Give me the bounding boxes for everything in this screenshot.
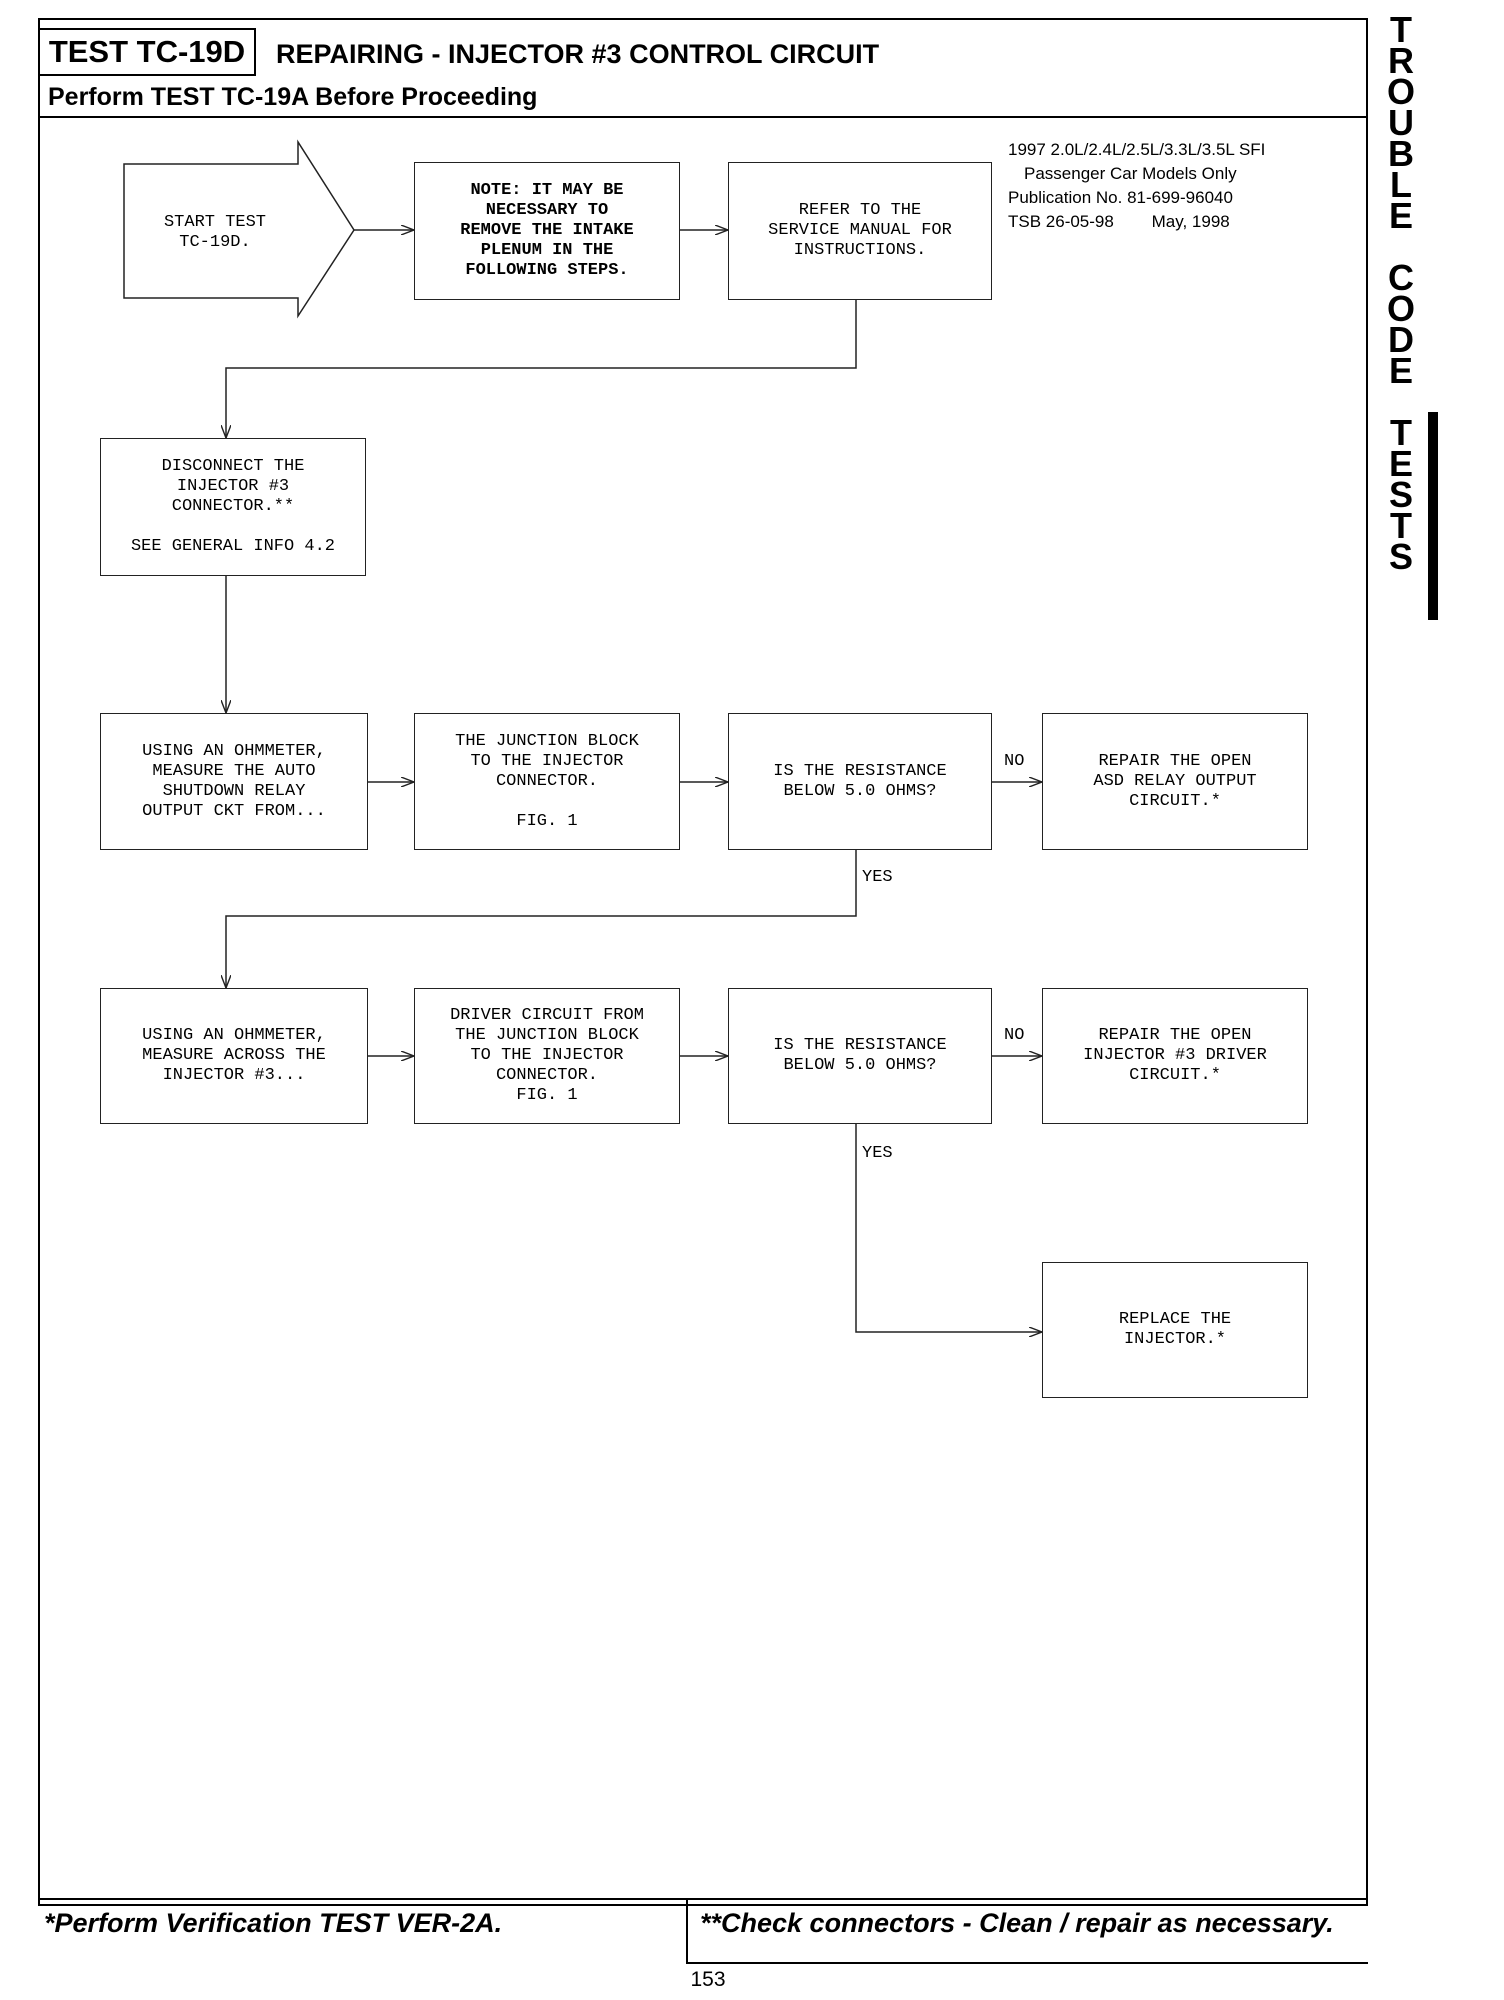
page-title: REPAIRING - INJECTOR #3 CONTROL CIRCUIT <box>276 39 880 69</box>
measure-asd-box: USING AN OHMMETER, MEASURE THE AUTO SHUT… <box>100 713 368 850</box>
label-no: NO <box>1004 752 1025 771</box>
replace-injector-box: REPLACE THE INJECTOR.* <box>1042 1262 1308 1398</box>
note-box: NOTE: IT MAY BE NECESSARY TO REMOVE THE … <box>414 162 680 300</box>
page-frame <box>38 18 1368 1906</box>
side-tab-marker <box>1428 412 1438 620</box>
test-id: TEST TC-19D <box>38 28 256 76</box>
junction-block-box: THE JUNCTION BLOCK TO THE INJECTOR CONNE… <box>414 713 680 850</box>
side-section-tab: T R O U B L E C O D E T E S T S <box>1386 9 1415 577</box>
publication-line: 1997 2.0L/2.4L/2.5L/3.3L/3.5L SFI <box>1008 140 1266 159</box>
publication-line: Passenger Car Models Only <box>1024 164 1237 183</box>
connector-question2-yes <box>855 1124 1042 1332</box>
refer-manual-box: REFER TO THE SERVICE MANUAL FOR INSTRUCT… <box>728 162 992 300</box>
header-divider <box>38 116 1368 118</box>
repair-asd-box: REPAIR THE OPEN ASD RELAY OUTPUT CIRCUIT… <box>1042 713 1308 850</box>
resistance-question-1: IS THE RESISTANCE BELOW 5.0 OHMS? <box>728 713 992 850</box>
driver-circuit-box: DRIVER CIRCUIT FROM THE JUNCTION BLOCK T… <box>414 988 680 1124</box>
start-step: START TEST TC-19D. <box>163 213 267 252</box>
measure-injector-box: USING AN OHMMETER, MEASURE ACROSS THE IN… <box>100 988 368 1124</box>
footer-divider <box>38 1898 1368 1900</box>
publication-info: 1997 2.0L/2.4L/2.5L/3.3L/3.5L SFI Passen… <box>1008 138 1338 234</box>
repair-driver-box: REPAIR THE OPEN INJECTOR #3 DRIVER CIRCU… <box>1042 988 1308 1124</box>
start-arrow-shape <box>123 139 355 319</box>
disconnect-connector-box: DISCONNECT THE INJECTOR #3 CONNECTOR.** … <box>100 438 366 576</box>
footer-bottom-rule <box>686 1962 1368 1964</box>
publication-line: TSB 26-05-98 May, 1998 <box>1008 212 1230 231</box>
footer-note-verification: *Perform Verification TEST VER-2A. <box>44 1908 503 1938</box>
connector-refer-disconnect <box>226 300 857 438</box>
label-yes: YES <box>862 868 893 887</box>
footer-column-divider <box>686 1898 688 1964</box>
label-no: NO <box>1004 1026 1025 1045</box>
label-yes: YES <box>862 1144 893 1163</box>
connector-question1-yes <box>226 850 857 988</box>
publication-line: Publication No. 81-699-96040 <box>1008 188 1233 207</box>
page-subtitle: Perform TEST TC-19A Before Proceeding <box>48 83 538 111</box>
footer-note-connectors: **Check connectors - Clean / repair as n… <box>700 1908 1334 1938</box>
resistance-question-2: IS THE RESISTANCE BELOW 5.0 OHMS? <box>728 988 992 1124</box>
page-number: 153 <box>690 1968 726 1991</box>
